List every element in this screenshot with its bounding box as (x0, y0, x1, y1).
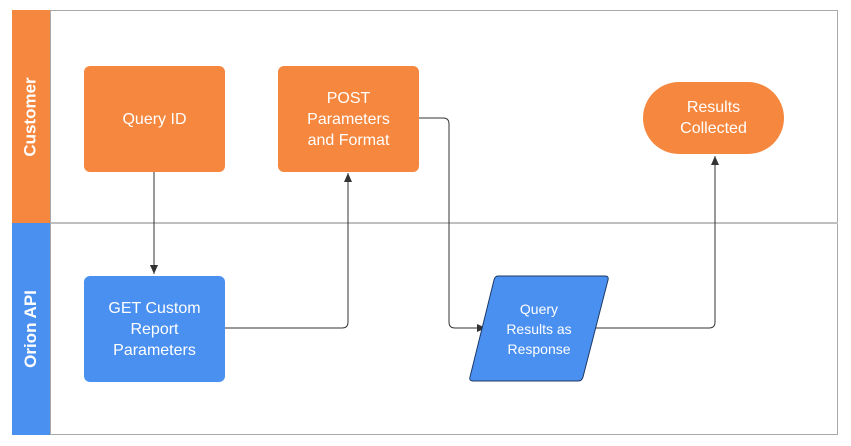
node-post-parameters[interactable]: POST Parameters and Format (278, 66, 419, 172)
lane-header-separator (50, 10, 51, 435)
edge-get-custom-to-post (225, 173, 352, 329)
node-post-parameters-label: POST Parameters and Format (307, 89, 390, 149)
query-results-shape (469, 275, 609, 382)
lane-divider (50, 222, 838, 224)
lane-customer-header: Customer (12, 10, 50, 223)
node-results-collected[interactable]: Results Collected (643, 82, 784, 154)
node-query-results-label: Query Results as Response (506, 301, 572, 357)
node-query-id[interactable]: Query ID (84, 66, 225, 172)
node-get-custom-report[interactable]: GET Custom Report Parameters (84, 276, 225, 382)
node-get-custom-report-label: GET Custom Report Parameters (108, 299, 201, 359)
node-query-results[interactable]: Query Results as Response (480, 276, 598, 382)
edge-post-to-query-results (419, 117, 486, 332)
lane-orion-api-header: Orion API (12, 223, 50, 435)
node-query-id-label: Query ID (122, 110, 187, 128)
edge-query-results-to-results-collected (594, 156, 719, 329)
node-results-collected-label: Results Collected (680, 99, 747, 137)
